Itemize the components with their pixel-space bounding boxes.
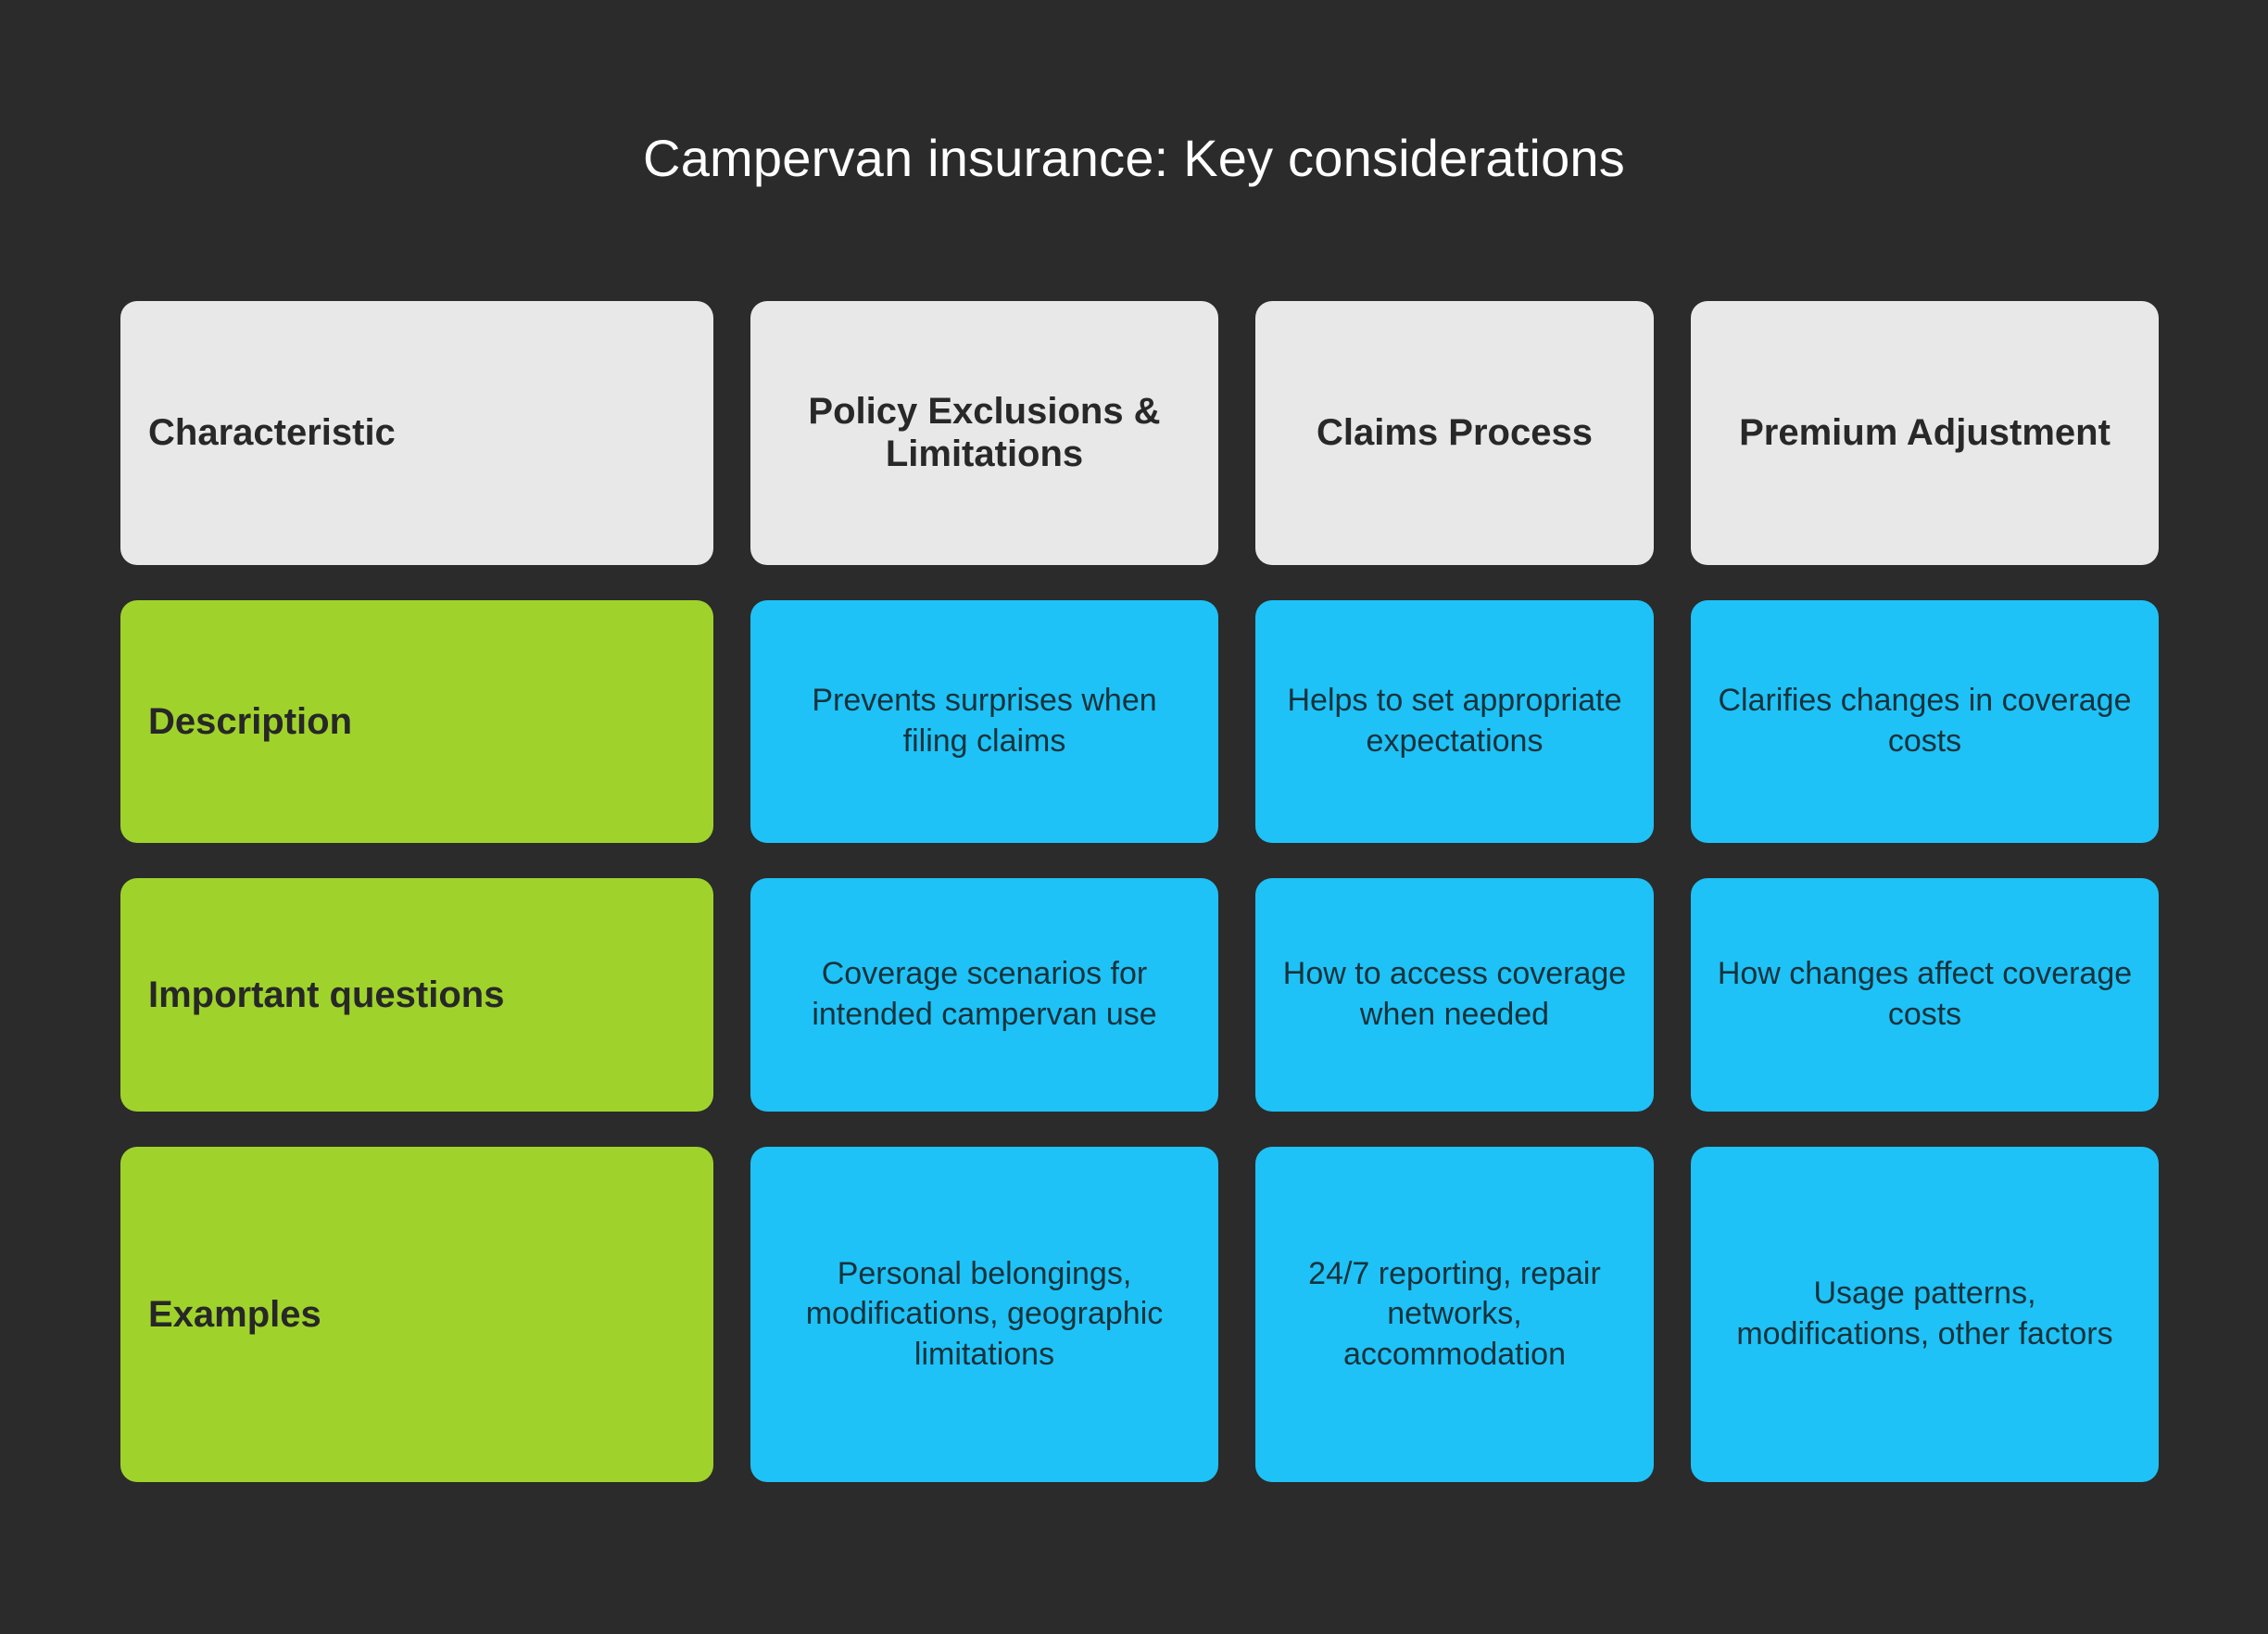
table-cell-text: How to access coverage when needed (1282, 956, 1627, 1032)
column-header-label: Policy Exclusions & Limitations (808, 390, 1161, 474)
table-cell-description-premium: Clarifies changes in coverage costs (1691, 600, 2159, 843)
comparison-table: Characteristic Policy Exclusions & Limit… (120, 301, 2159, 1517)
row-label-important-questions: Important questions (120, 878, 713, 1112)
row-label-text: Examples (148, 1294, 321, 1335)
column-header-claims-process: Claims Process (1255, 301, 1654, 565)
table-row-important-questions: Important questions Coverage scenarios f… (120, 878, 2159, 1112)
table-cell-examples-premium: Usage patterns, modifications, other fac… (1691, 1147, 2159, 1482)
column-header-premium-adjustment: Premium Adjustment (1691, 301, 2159, 565)
table-row-description: Description Prevents surprises when fili… (120, 600, 2159, 843)
column-header-label: Premium Adjustment (1739, 411, 2110, 453)
table-header-row: Characteristic Policy Exclusions & Limit… (120, 301, 2159, 565)
table-cell-description-claims: Helps to set appropriate expectations (1255, 600, 1654, 843)
row-label-text: Important questions (148, 974, 505, 1015)
table-cell-important-questions-policy: Coverage scenarios for intended camperva… (750, 878, 1218, 1112)
row-label-description: Description (120, 600, 713, 843)
table-cell-text: Prevents surprises when filing claims (812, 683, 1157, 759)
column-header-label: Claims Process (1317, 411, 1593, 453)
table-cell-text: Coverage scenarios for intended camperva… (812, 956, 1157, 1032)
column-header-policy-exclusions-limitations: Policy Exclusions & Limitations (750, 301, 1218, 565)
table-cell-text: Clarifies changes in coverage costs (1718, 683, 2132, 759)
table-cell-text: How changes affect coverage costs (1717, 956, 2133, 1032)
table-cell-important-questions-premium: How changes affect coverage costs (1691, 878, 2159, 1112)
column-header-label: Characteristic (148, 411, 396, 453)
page-title: Campervan insurance: Key considerations (643, 129, 1625, 187)
table-row-examples: Examples Personal belongings, modificati… (120, 1147, 2159, 1482)
table-cell-important-questions-claims: How to access coverage when needed (1255, 878, 1654, 1112)
row-label-examples: Examples (120, 1147, 713, 1482)
table-cell-text: Helps to set appropriate expectations (1287, 683, 1622, 759)
row-label-text: Description (148, 701, 353, 742)
table-cell-examples-policy: Personal belongings, modifications, geog… (750, 1147, 1218, 1482)
column-header-characteristic: Characteristic (120, 301, 713, 565)
table-cell-description-policy: Prevents surprises when filing claims (750, 600, 1218, 843)
table-cell-text: 24/7 reporting, repair networks, accommo… (1308, 1255, 1601, 1372)
table-cell-text: Personal belongings, modifications, geog… (805, 1255, 1164, 1372)
table-cell-text: Usage patterns, modifications, other fac… (1736, 1276, 2113, 1351)
table-cell-examples-claims: 24/7 reporting, repair networks, accommo… (1255, 1147, 1654, 1482)
